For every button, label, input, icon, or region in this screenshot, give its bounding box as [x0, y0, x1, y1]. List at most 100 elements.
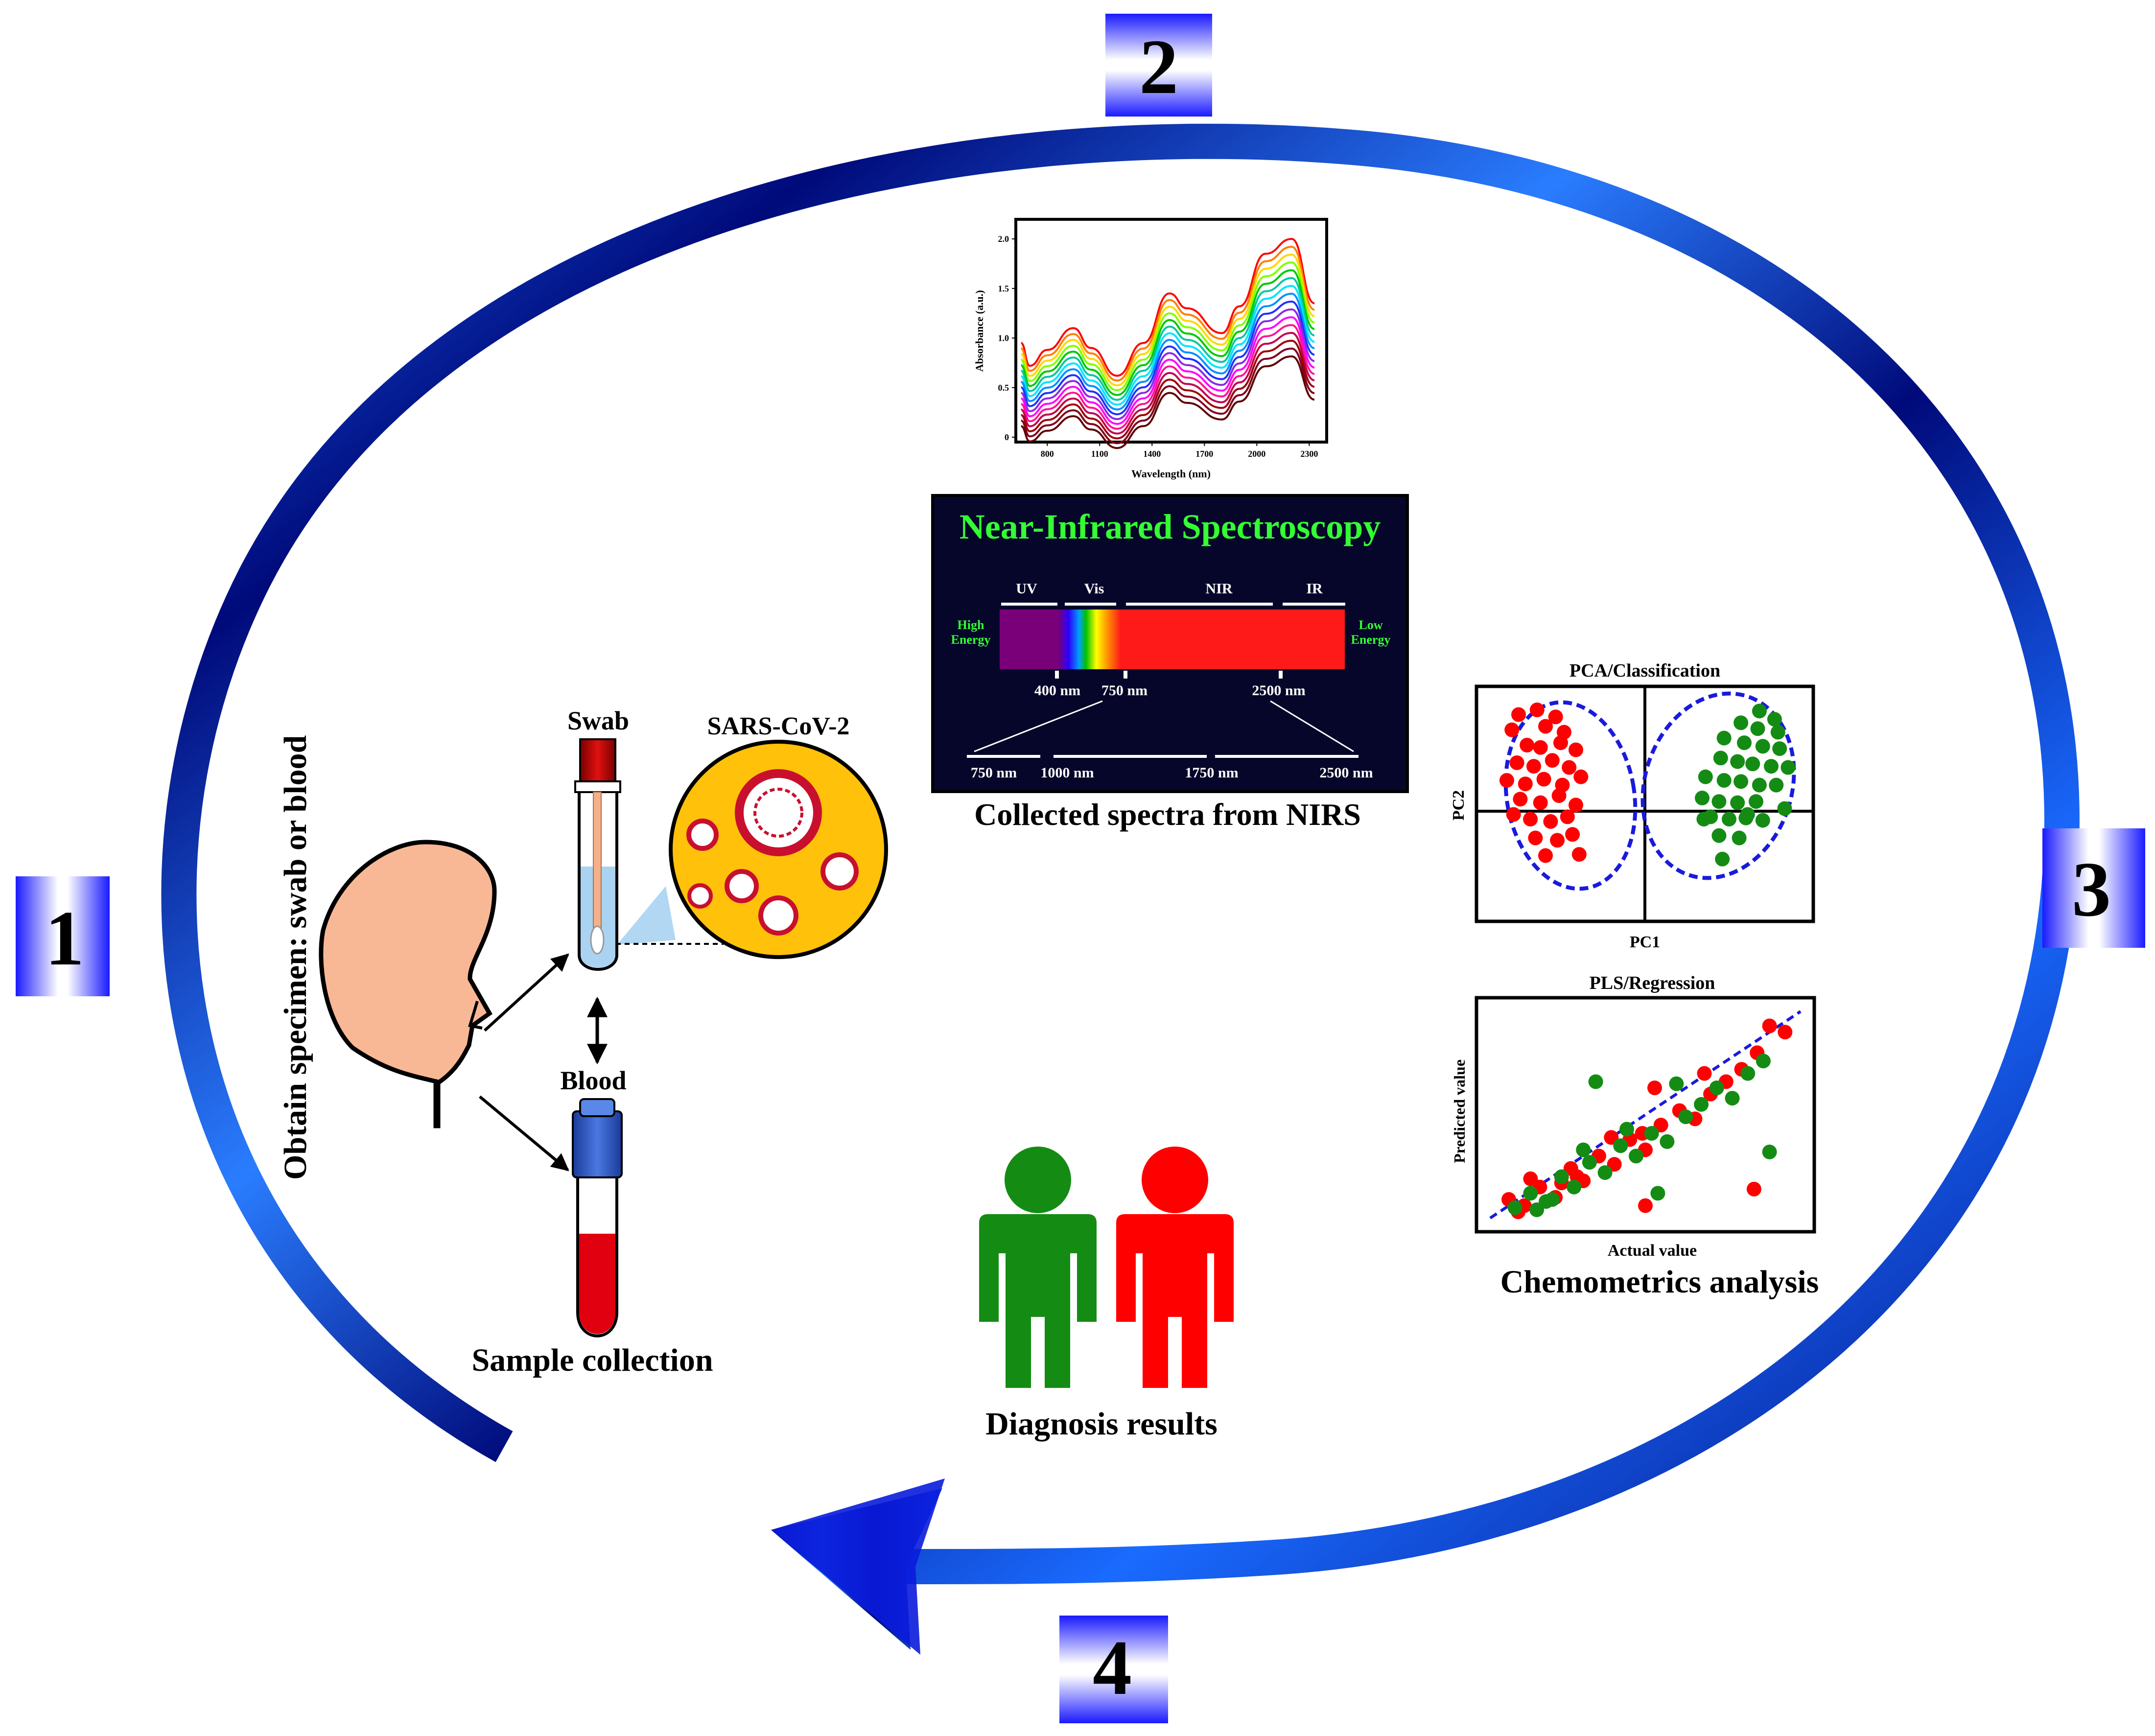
pca-point — [1550, 833, 1565, 848]
pca-point — [1722, 812, 1736, 827]
pca-point — [1506, 807, 1521, 822]
pls-point — [1697, 1066, 1712, 1081]
pls-ylabel: Predicted value — [1451, 1059, 1468, 1163]
spectrum-x-tick-label: 800 — [1041, 449, 1054, 459]
pls-point — [1762, 1145, 1777, 1159]
pls-point — [1529, 1202, 1545, 1218]
pls-point — [1644, 1126, 1659, 1141]
pca-point — [1551, 788, 1567, 803]
virus-label: SARS-CoV-2 — [707, 712, 850, 740]
pls-point — [1709, 1080, 1724, 1096]
pca-point — [1695, 791, 1710, 805]
pca-point — [1716, 730, 1732, 746]
pca-point — [1750, 721, 1765, 736]
stage-1-sample-collection: Obtain specimen: swab or blood Swab SARS… — [278, 706, 888, 1378]
step-2-box: 2 — [1105, 14, 1212, 117]
pca-point — [1513, 792, 1528, 807]
virus-large-icon — [735, 769, 822, 856]
pls-point — [1660, 1134, 1675, 1149]
pca-point — [1733, 715, 1749, 730]
pca-point — [1740, 807, 1755, 822]
pls-point — [1629, 1149, 1643, 1164]
pls-point — [1725, 1091, 1740, 1106]
person-head-icon — [319, 840, 497, 1128]
spectrum-y-tick-label: 2.0 — [998, 234, 1009, 244]
pca-point — [1538, 848, 1553, 863]
arrow-to-swab — [483, 953, 569, 1032]
zoom-tick-2500nm: 2500 nm — [1319, 765, 1373, 781]
step-1-number: 1 — [45, 894, 84, 982]
step-1-box: 1 — [16, 876, 110, 996]
pca-point — [1755, 813, 1770, 828]
spectrum-xlabel: Wavelength (nm) — [1131, 468, 1211, 480]
pls-regression-line — [1489, 1010, 1802, 1220]
pls-point — [1597, 1165, 1613, 1180]
pls-point — [1650, 1186, 1665, 1201]
spectrum-series-line — [1020, 269, 1315, 396]
spectrum-series-line — [1020, 324, 1315, 430]
pca-point — [1526, 759, 1541, 774]
pca-point — [1696, 812, 1711, 827]
spectrum-series-line — [1020, 237, 1315, 377]
pls-point — [1756, 1054, 1771, 1069]
pls-point — [1778, 1025, 1793, 1040]
step-4-box: 4 — [1059, 1616, 1168, 1723]
pca-point — [1565, 827, 1580, 842]
spectrum-x-tick-label: 2000 — [1248, 449, 1265, 459]
spectrum-y-tick-label: 0.5 — [998, 383, 1009, 393]
blood-label: Blood — [560, 1066, 626, 1095]
pls-point — [1638, 1198, 1653, 1213]
spectrum-series-line — [1020, 331, 1315, 435]
virus-small-icon — [758, 895, 798, 936]
spectrum-x-tick-label: 1100 — [1091, 449, 1108, 459]
pca-point — [1528, 830, 1543, 845]
pca-cluster-left — [1503, 700, 1638, 891]
spectrum-y-tick-label: 1.5 — [998, 283, 1009, 293]
pca-point — [1499, 773, 1514, 788]
pca-point — [1538, 719, 1553, 734]
pca-chart: PCA/Classification PC1 PC2 — [1450, 660, 1815, 951]
nirs-caption: Collected spectra from NIRS — [974, 797, 1361, 832]
arrow-to-blood — [479, 1095, 569, 1172]
step-2-number: 2 — [1139, 23, 1178, 110]
pls-title: PLS/Regression — [1590, 973, 1715, 993]
spectrum-series-line — [1020, 253, 1315, 387]
pls-point — [1567, 1179, 1582, 1195]
pca-point — [1520, 738, 1535, 752]
pls-point — [1762, 1018, 1777, 1033]
zoom-tick-750nm: 750 nm — [971, 765, 1017, 781]
pca-point — [1715, 851, 1730, 867]
spectrum-series-line — [1020, 300, 1315, 416]
pca-point — [1749, 794, 1763, 809]
pca-title: PCA/Classification — [1569, 660, 1720, 681]
pca-point — [1543, 814, 1558, 829]
pca-point — [1698, 769, 1713, 784]
virus-zoom-icon — [669, 740, 888, 959]
pca-point — [1529, 703, 1545, 717]
pca-point — [1553, 735, 1568, 751]
spectrum-x-tick-label: 2300 — [1300, 449, 1318, 459]
nirs-title: Near-Infrared Spectroscopy — [960, 507, 1381, 546]
tick-2500nm: 2500 nm — [1252, 682, 1305, 699]
pca-point — [1769, 777, 1784, 793]
pls-point — [1669, 1076, 1684, 1091]
pca-point — [1770, 725, 1785, 740]
infected-person-icon — [1116, 1147, 1234, 1388]
spectrum-x-tick-label: 1400 — [1143, 449, 1161, 459]
band-vis-label: Vis — [1084, 581, 1104, 597]
spectrum-curves — [1020, 237, 1315, 449]
pls-point — [1576, 1142, 1591, 1157]
blood-tube-icon — [572, 1098, 623, 1337]
pca-point — [1772, 741, 1787, 756]
tick-750nm: 750 nm — [1101, 682, 1148, 699]
pls-point — [1545, 1192, 1560, 1207]
diagnosis-caption: Diagnosis results — [985, 1406, 1218, 1442]
virus-small-icon — [725, 869, 759, 903]
pca-point — [1509, 755, 1524, 770]
pca-point — [1523, 812, 1538, 827]
pls-point — [1582, 1155, 1597, 1170]
high-energy-label-1: High — [958, 618, 984, 632]
pca-point — [1733, 774, 1749, 789]
pls-xlabel: Actual value — [1608, 1242, 1697, 1260]
